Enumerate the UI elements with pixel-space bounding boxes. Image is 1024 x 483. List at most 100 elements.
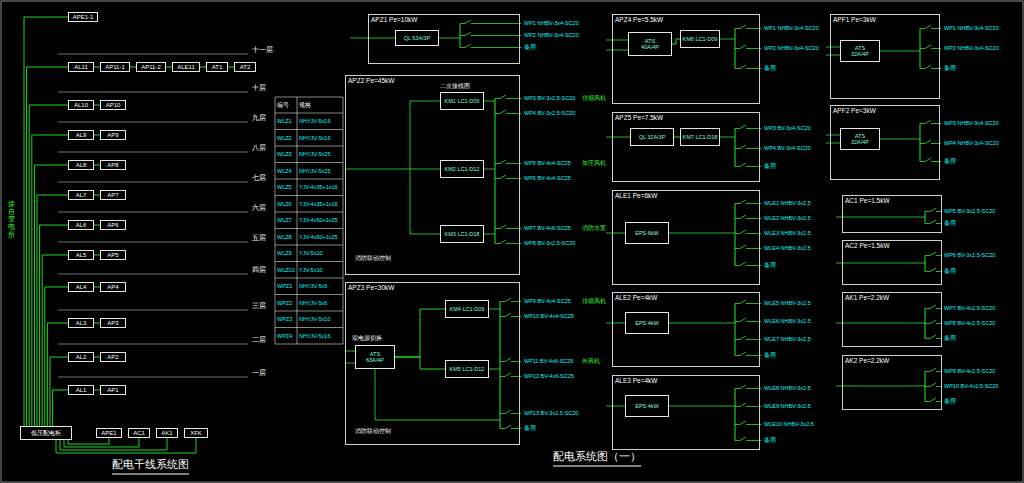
load-note: 加压风机 (582, 160, 606, 167)
feed-wire (836, 386, 925, 387)
outgoing-wire (735, 355, 740, 356)
breaker-symbol (505, 298, 511, 302)
device-label: AL5 (76, 252, 87, 259)
breaker-symbol (930, 320, 936, 324)
feeder-cable (200, 67, 206, 68)
table-rule (275, 261, 343, 262)
outgoing-wire (511, 428, 521, 429)
feeder-cable (45, 287, 68, 426)
distribution-box: AP10 (100, 100, 126, 110)
circuit-label: WLE2 NHBV-3x2.5 (764, 215, 811, 222)
distribution-box: AP4 (100, 282, 126, 292)
breaker-symbol (740, 163, 746, 167)
feed-wire (836, 217, 925, 218)
floor-label: 二层 (252, 336, 266, 344)
device-label: AP9 (107, 132, 118, 139)
outgoing-wire (746, 424, 761, 425)
load-note: 排烟风机 (582, 298, 606, 305)
circuit-label: 备用 (944, 268, 956, 275)
outgoing-wire (495, 243, 500, 244)
switch-device: KM7 LC1-D18 (680, 128, 720, 146)
breaker-symbol (500, 225, 506, 229)
table-cell: WLZ9 (277, 250, 292, 257)
device-label: KM7 LC1-D18 (683, 134, 718, 141)
outgoing-wire (746, 28, 761, 29)
device-label: KM1 LC1-D09 (445, 98, 480, 105)
table-cell: YJV-4x35+1x16 (299, 201, 338, 208)
floor-line (58, 274, 248, 275)
feeder-cable (94, 255, 100, 256)
circuit-label: WP7 BV-4x2.5-SC20 (944, 305, 995, 312)
circuit-label: 备用 (944, 335, 956, 342)
outgoing-wire (931, 143, 941, 144)
distribution-panel: APZ5 Pe=7.5kWQL 32A/3PKM7 LC1-D18 (612, 112, 760, 182)
circuit-label: WP6 BV-3x2.5-SC20 (944, 252, 995, 259)
breaker-symbol (740, 336, 746, 340)
circuit-label: 备用 (524, 425, 536, 432)
distribution-panel: APF1 Pe=3kWATS32A/4P (830, 14, 940, 99)
outgoing-wire (735, 406, 740, 407)
feed-wire (836, 323, 925, 324)
table-cell: WLZ5 (277, 184, 292, 191)
floor-line (58, 54, 248, 55)
breaker-symbol (500, 160, 506, 164)
breaker-symbol (500, 240, 506, 244)
device-label: AL10 (74, 102, 88, 109)
breaker-symbol (930, 368, 936, 372)
circuit-label: WP6 BV-4x4-SC25 (524, 175, 571, 182)
incoming-wire (410, 234, 440, 235)
breaker-symbol (930, 252, 936, 256)
panel-busbar (735, 29, 736, 69)
table-cell: WLZ8 (277, 234, 292, 241)
floor-label: 六层 (252, 204, 266, 212)
outgoing-wire (506, 113, 521, 114)
device-label: AT1 (212, 64, 223, 71)
table-cell: WLZ6 (277, 201, 292, 208)
device-label: KM4 LC1-D09 (450, 306, 485, 313)
feeder-cable (27, 67, 68, 426)
outgoing-wire (495, 228, 500, 229)
breaker-symbol (500, 110, 506, 114)
breaker-symbol (930, 398, 936, 402)
device-label: 32A/4P (851, 139, 869, 146)
breaker-symbol (930, 335, 936, 339)
outgoing-wire (936, 386, 941, 387)
outgoing-wire (735, 203, 740, 204)
distribution-panel: ALE1 Pe=6kWEPS 6kW (612, 190, 760, 285)
breaker-symbol (465, 20, 471, 24)
outgoing-wire (746, 388, 761, 389)
feeder-cable (228, 67, 234, 68)
distribution-box: AL11 (68, 62, 94, 72)
feeder-cable (42, 255, 68, 426)
outgoing-wire (746, 440, 761, 441)
breaker-symbol (505, 313, 511, 317)
distribution-box: AL2 (68, 352, 94, 362)
feeder-cable (395, 357, 445, 369)
outgoing-wire (925, 211, 930, 212)
table-rule (275, 278, 343, 279)
device-label: AL8 (76, 162, 87, 169)
outgoing-wire (936, 255, 941, 256)
distribution-box: AP11-1 (100, 62, 130, 72)
outgoing-wire (746, 68, 761, 69)
distribution-panel: APF2 Pe=3kWATS32A/4P (830, 105, 940, 180)
switch-device: KM6 LC1-D09 (680, 30, 720, 48)
switch-device: KM3 LC1-D18 (440, 225, 484, 243)
device-label: AP2 (107, 354, 118, 361)
feeder-cable (130, 67, 136, 68)
circuit-label: 备用 (944, 398, 956, 405)
floor-label: 十一层 (252, 46, 273, 54)
circuit-label: WP9 BV-4x4-SC25 (524, 298, 571, 305)
outgoing-wire (460, 47, 465, 48)
incoming-wire (350, 38, 395, 39)
distribution-box: AP9 (100, 130, 126, 140)
feeder-cable (47, 323, 68, 426)
panel-busbar (925, 212, 926, 224)
outgoing-wire (746, 321, 761, 322)
circuit-label: WP12 BV-4x6-SC25 (524, 373, 574, 380)
outgoing-wire (925, 401, 930, 402)
distribution-box: AC1 (128, 428, 150, 438)
table-rule (297, 97, 298, 344)
